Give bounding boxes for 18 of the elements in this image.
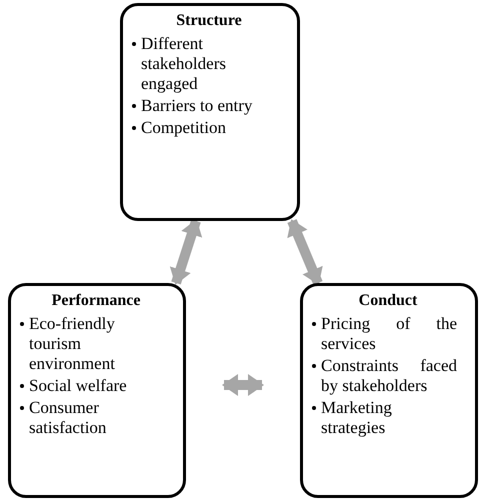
bullet-item: Constraints faced by stakeholders <box>321 356 457 395</box>
box-heading: Structure <box>175 12 243 30</box>
double-arrow <box>170 219 202 285</box>
category-box <box>300 283 478 498</box>
category-box <box>8 283 186 498</box>
box-heading: Conduct <box>358 292 418 310</box>
bullet-item: Eco-friendly tourism environment <box>29 314 115 373</box>
bullet-item: Pricing of the services <box>321 314 457 353</box>
bullet-item: Marketing strategies <box>321 398 392 437</box>
bullet-item: Barriers to entry <box>141 96 252 115</box>
box-heading: Performance <box>50 292 142 310</box>
bullet-item: Social welfare <box>29 376 127 395</box>
bullet-item: Consumer satisfaction <box>29 398 106 437</box>
double-arrow <box>222 374 264 396</box>
category-box <box>120 3 300 221</box>
double-arrow <box>287 219 323 285</box>
bullet-item: Different stakeholders engaged <box>141 34 226 93</box>
bullet-item: Competition <box>141 118 226 137</box>
